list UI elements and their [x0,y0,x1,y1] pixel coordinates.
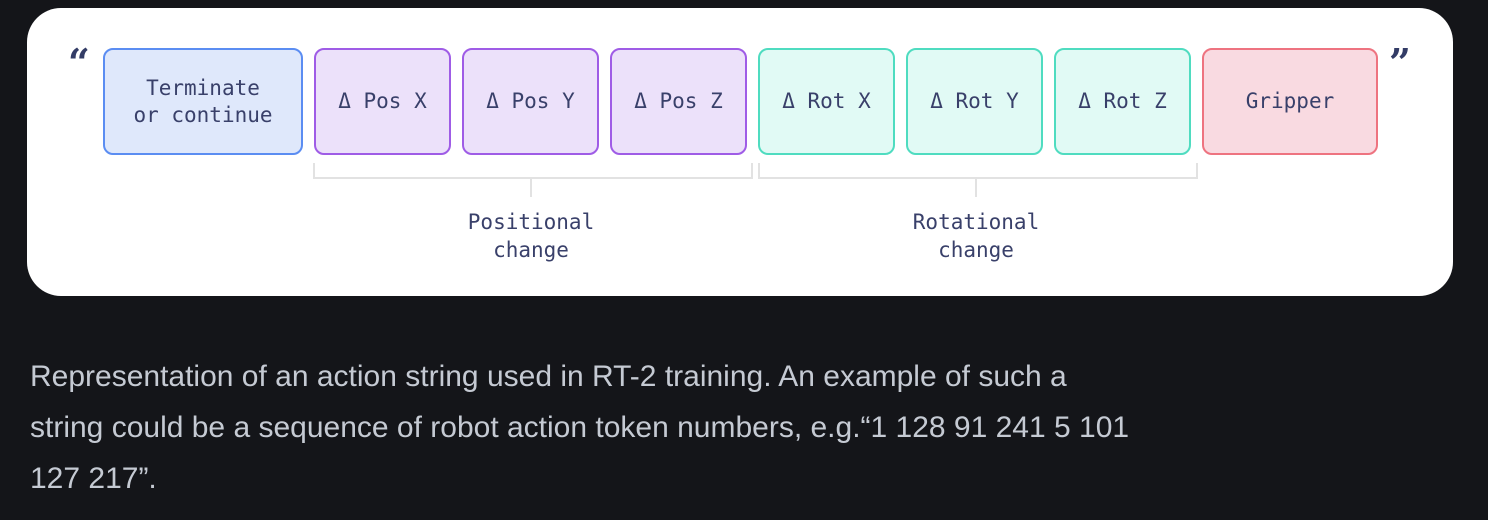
token-box-gripper: Gripper [1202,48,1378,155]
token-box-delta-pos-y: Δ Pos Y [462,48,599,155]
token-box-delta-rot-y: Δ Rot Y [906,48,1043,155]
token-box-delta-rot-x: Δ Rot X [758,48,895,155]
close-quote-mark: ” [1389,40,1411,85]
diagram-card: “ Terminate or continue Δ Pos X Δ Pos Y … [27,8,1453,296]
rotational-bracket-stem [975,177,977,197]
caption-line-2: string could be a sequence of robot acti… [30,411,1130,444]
rotational-change-label: Rotational change [912,210,1040,262]
positional-change-label: Positional change [467,210,595,262]
token-box-delta-pos-x: Δ Pos X [314,48,451,155]
rotational-group-bracket [758,163,1198,179]
figure-caption: Representation of an action string used … [30,351,1460,504]
caption-line-3: 127 217”. [30,462,157,495]
action-token-row: Terminate or continue Δ Pos X Δ Pos Y Δ … [103,48,1378,155]
positional-group-bracket [313,163,753,179]
open-quote-mark: “ [68,40,90,85]
token-box-terminate-or-continue: Terminate or continue [103,48,303,155]
positional-bracket-stem [530,177,532,197]
token-box-delta-rot-z: Δ Rot Z [1054,48,1191,155]
token-box-delta-pos-z: Δ Pos Z [610,48,747,155]
caption-line-1: Representation of an action string used … [30,360,1067,393]
